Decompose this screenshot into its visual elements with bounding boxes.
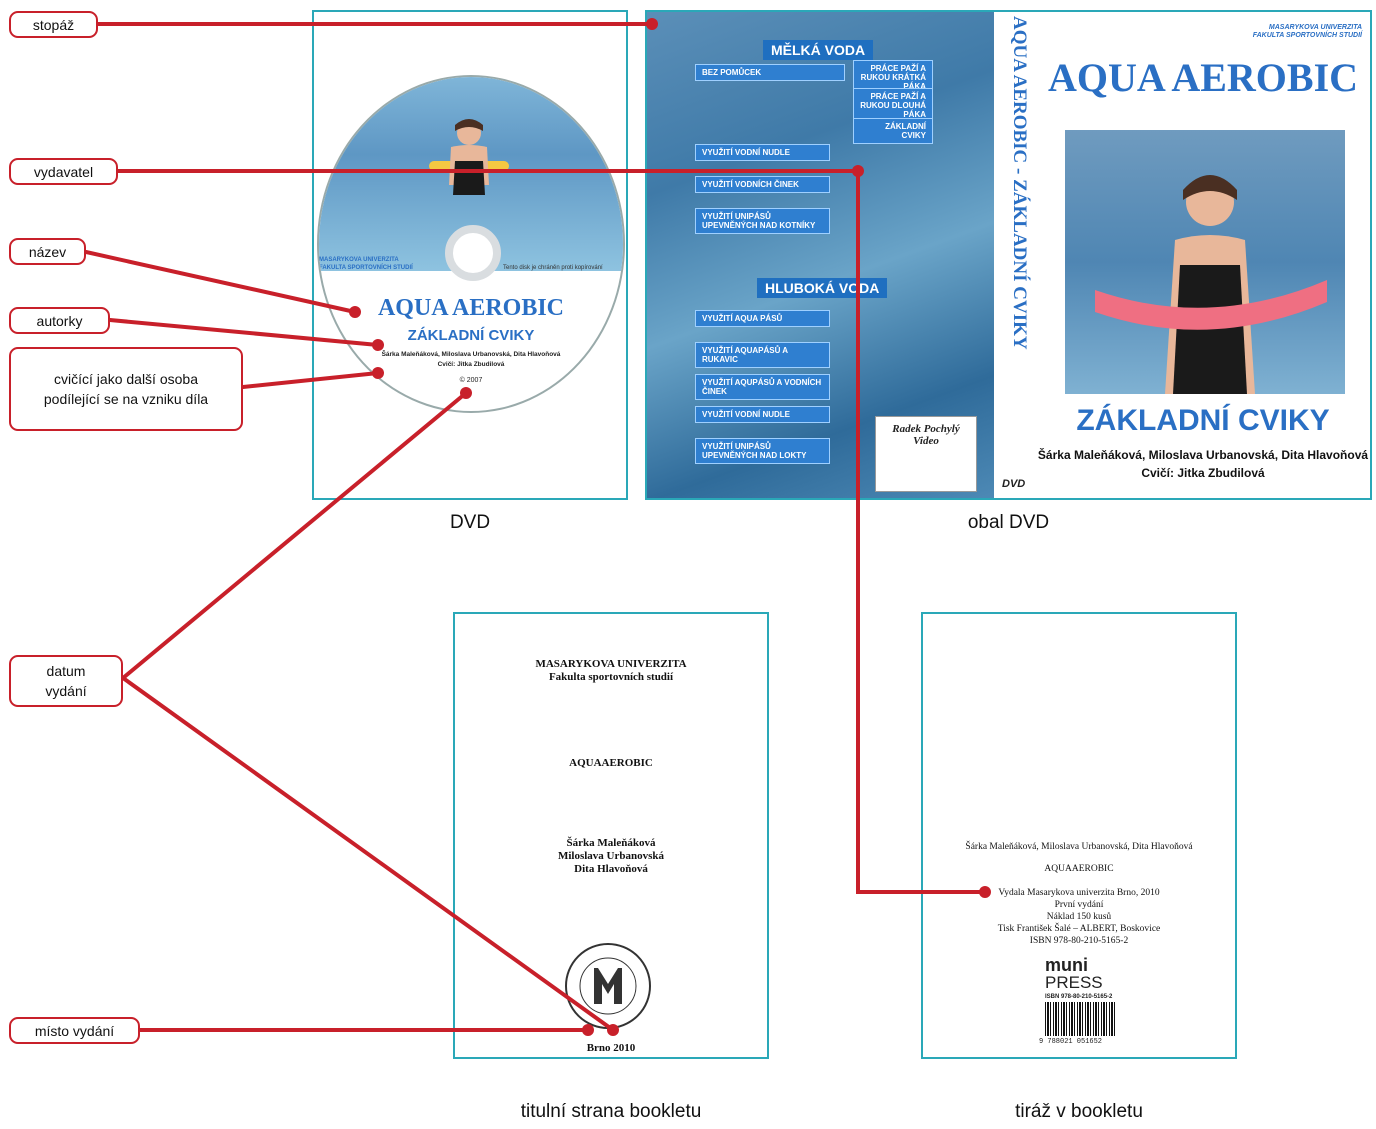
producer-video: Video <box>913 435 939 447</box>
dvd-frame: Tento disk je chráněn proti kopírování M… <box>312 10 628 500</box>
front-exerciser: Cvičí: Jitka Zbudilová <box>1141 466 1265 480</box>
muni-press-logo: muni PRESS <box>1045 956 1103 992</box>
shallow-right-item: ZÁKLADNÍ CVIKY <box>853 118 933 144</box>
shallow-item: BEZ POMŮCEK <box>695 64 845 81</box>
deep-item: VYUŽITÍ AQUPÁSŮ A VODNÍCH ČINEK <box>695 374 830 400</box>
label-nazev: název <box>9 238 86 265</box>
deep-item: VYUŽITÍ VODNÍ NUDLE <box>695 406 830 423</box>
label-misto-text: místo vydání <box>34 1022 115 1039</box>
title-page-author: Dita Hlavoňová <box>574 863 648 875</box>
shallow-item: VYUŽITÍ VODNÍCH ČINEK <box>695 176 830 193</box>
imprint-edition: První vydání <box>1054 900 1104 910</box>
barcode-isbn: ISBN 978-80-210-5165-2 <box>1045 994 1113 1000</box>
title-page-faculty: Fakulta sportovních studií <box>548 671 674 683</box>
dvd-cover: MĚLKÁ VODA BEZ POMŮCEK VYUŽITÍ VODNÍ NUD… <box>645 10 1372 500</box>
disc-faculty: FAKULTA SPORTOVNÍCH STUDIÍ <box>319 265 413 271</box>
label-autorky: autorky <box>9 307 110 334</box>
spine-dvd-logo: DVD <box>1002 478 1026 490</box>
disc-title: AQUA AEROBIC <box>377 295 565 321</box>
deep-item: VYUŽITÍ AQUAPÁSŮ A RUKAVIC <box>695 342 830 368</box>
barcode-digits: 9 788021 051652 <box>1039 1038 1103 1046</box>
label-datum-line1: datum <box>46 663 86 679</box>
deep-heading: HLUBOKÁ VODA <box>757 278 888 298</box>
shallow-item: VYUŽITÍ VODNÍ NUDLE <box>695 144 830 161</box>
title-page-frame: MASARYKOVA UNIVERZITA Fakulta sportovníc… <box>453 612 769 1059</box>
front-authors: Šárka Maleňáková, Miloslava Urbanovská, … <box>1037 448 1369 462</box>
swimmer-figure <box>1095 175 1327 394</box>
cover-back: MĚLKÁ VODA BEZ POMŮCEK VYUŽITÍ VODNÍ NUD… <box>647 12 994 498</box>
label-vydavatel: vydavatel <box>9 158 118 185</box>
label-datum-line2: vydání <box>45 683 87 699</box>
disc-year: © 2007 <box>459 377 483 384</box>
label-cvicici: cvičící jako další osoba podílející se n… <box>9 347 243 431</box>
title-page-author: Šárka Maleňáková <box>566 837 656 849</box>
label-autorky-text: autorky <box>36 312 83 329</box>
logo-muni: muni <box>1045 955 1088 975</box>
swimmer-figure <box>429 119 509 195</box>
label-stopaz: stopáž <box>9 11 98 38</box>
imprint-title: AQUAAEROBIC <box>1044 864 1114 874</box>
cover-spine: AQUA AEROBIC - ZÁKLADNÍ CVIKY DVD <box>994 12 1036 498</box>
imprint-print: Tisk František Šalé – ALBERT, Boskovice <box>997 924 1161 934</box>
disc-subtitle: ZÁKLADNÍ CVIKY <box>407 327 535 344</box>
logo-press: PRESS <box>1045 973 1103 992</box>
title-page-place: Brno 2010 <box>586 1042 636 1054</box>
title-page-university: MASARYKOVA UNIVERZITA <box>535 658 687 670</box>
producer-name: Radek Pochylý <box>892 423 960 435</box>
caption-dvd: DVD <box>449 512 491 533</box>
disc-university: MASARYKOVA UNIVERZITA <box>319 257 399 263</box>
deep-item: VYUŽITÍ AQUA PÁSŮ <box>695 310 830 327</box>
imprint-published: Vydala Masarykova univerzita Brno, 2010 <box>998 888 1160 898</box>
front-photo <box>1065 130 1345 394</box>
caption-obal: obal DVD <box>967 512 1050 533</box>
front-faculty: FAKULTA SPORTOVNÍCH STUDIÍ <box>1252 32 1362 39</box>
shallow-right-item: PRÁCE PAŽÍ A RUKOU DLOUHÁ PÁKA <box>853 88 933 123</box>
label-misto: místo vydání <box>9 1017 140 1044</box>
imprint-isbn: ISBN 978-80-210-5165-2 <box>1029 936 1129 946</box>
front-title: AQUA AEROBIC <box>1047 55 1359 100</box>
deep-item: VYUŽITÍ UNIPÁSŮ UPEVNĚNÝCH NAD LOKTY <box>695 438 830 464</box>
title-page-author: Miloslava Urbanovská <box>557 850 665 862</box>
disc-hole <box>445 225 501 281</box>
front-subtitle: ZÁKLADNÍ CVIKY <box>1076 404 1330 437</box>
disc-notice: Tento disk je chráněn proti kopírování <box>503 265 603 271</box>
dvd-disc: Tento disk je chráněn proti kopírování M… <box>317 75 625 413</box>
cover-front: MASARYKOVA UNIVERZITA FAKULTA SPORTOVNÍC… <box>1036 12 1370 498</box>
barcode <box>1045 1002 1117 1036</box>
producer-box: Radek Pochylý Video <box>875 416 977 492</box>
label-stopaz-text: stopáž <box>32 16 75 33</box>
label-cvicici-line2: podílející se na vzniku díla <box>43 391 209 407</box>
imprint-authors: Šárka Maleňáková, Miloslava Urbanovská, … <box>965 842 1193 852</box>
university-seal <box>565 943 651 1029</box>
front-university: MASARYKOVA UNIVERZITA <box>1268 24 1362 31</box>
imprint-copies: Náklad 150 kusů <box>1046 912 1112 922</box>
label-vydavatel-text: vydavatel <box>33 163 94 180</box>
spine-title: AQUA AEROBIC - ZÁKLADNÍ CVIKY <box>1009 16 1030 350</box>
label-cvicici-line1: cvičící jako další osoba <box>54 371 198 387</box>
shallow-item: VYUŽITÍ UNIPÁSŮ UPEVNĚNÝCH NAD KOTNÍKY <box>695 208 830 234</box>
shallow-heading: MĚLKÁ VODA <box>763 40 874 60</box>
disc-authors: Šárka Maleňáková, Miloslava Urbanovská, … <box>381 351 561 358</box>
label-nazev-text: název <box>28 243 67 260</box>
title-page-title: AQUAAEROBIC <box>569 757 653 769</box>
caption-tiraz: tiráž v bookletu <box>1015 1101 1143 1122</box>
caption-titulni: titulní strana bookletu <box>520 1101 702 1122</box>
disc-exerciser: Cvičí: Jitka Zbudilová <box>437 361 505 368</box>
imprint-frame: Šárka Maleňáková, Miloslava Urbanovská, … <box>921 612 1237 1059</box>
label-datum: datum vydání <box>9 655 123 707</box>
